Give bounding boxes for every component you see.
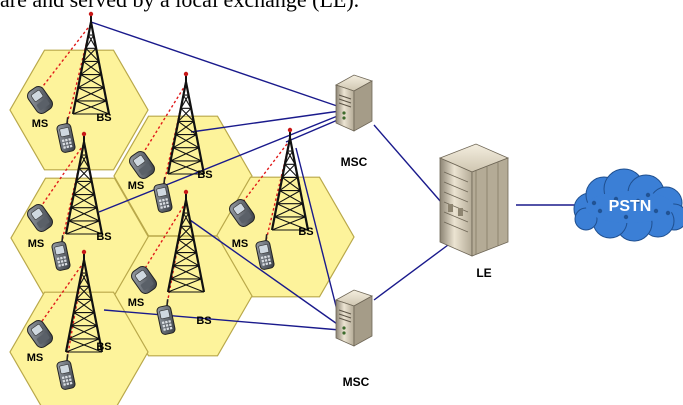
pstn-label: PSTN xyxy=(609,198,652,215)
bs-label: BS xyxy=(298,226,313,238)
ms-phone-icon xyxy=(131,266,157,294)
bs-tower-icon xyxy=(71,11,111,115)
bs-tower-icon xyxy=(270,127,310,231)
bs-label: BS xyxy=(196,315,211,327)
ms-phone-icon xyxy=(56,117,76,153)
cell-hexagon xyxy=(9,49,149,171)
bs-tower-icon xyxy=(166,71,206,175)
labels-layer: MS BS MS BS MS BS MS BS MS BS MS BS PSTN MSC MSC LE xyxy=(27,112,652,389)
le-label: LE xyxy=(476,266,491,280)
ms-phone-icon xyxy=(56,354,76,390)
msc-server-icon xyxy=(335,289,373,347)
network-links-layer xyxy=(90,21,580,331)
radio-link xyxy=(141,83,187,156)
ms-phone-icon xyxy=(27,204,53,232)
ms-phone-icon xyxy=(153,177,173,213)
cells-layer xyxy=(9,49,355,405)
bs-label: BS xyxy=(96,112,111,124)
msc-label: MSC xyxy=(341,155,368,169)
ms-label: MS xyxy=(27,352,44,364)
ms-label: MS xyxy=(28,238,45,250)
msc-server-icon xyxy=(335,74,373,132)
network-link xyxy=(103,309,341,331)
ms-phone-icon xyxy=(27,86,53,114)
network-link xyxy=(373,244,449,301)
phones-layer xyxy=(27,86,275,390)
network-link xyxy=(190,110,341,133)
bs-tower-icon xyxy=(166,189,206,293)
core-nodes-layer xyxy=(335,74,683,347)
ms-phone-icon xyxy=(255,234,275,270)
ms-phone-icon xyxy=(27,320,53,348)
ms-phone-icon xyxy=(129,151,155,179)
radio-link xyxy=(241,139,291,204)
ms-label: MS xyxy=(32,118,49,130)
ms-label: MS xyxy=(232,238,249,250)
bs-label: BS xyxy=(96,231,111,243)
le-exchange-icon xyxy=(438,143,510,257)
network-link xyxy=(285,118,341,143)
ms-phone-icon xyxy=(51,235,71,271)
towers-layer xyxy=(64,11,310,353)
ms-phone-icon xyxy=(156,299,176,335)
bs-label: BS xyxy=(197,169,212,181)
network-link xyxy=(98,114,341,213)
bs-label: BS xyxy=(96,341,111,353)
radio-link xyxy=(143,201,187,271)
pstn-cloud-icon xyxy=(573,168,683,242)
bs-tower-icon xyxy=(64,131,104,235)
ms-label: MS xyxy=(128,180,145,192)
network-link xyxy=(90,21,341,108)
msc-label: MSC xyxy=(343,375,370,389)
cell-hexagon xyxy=(9,291,149,405)
radio-link xyxy=(39,23,92,91)
ms-label: MS xyxy=(128,297,145,309)
caption-text: are and served by a local exchange (LE). xyxy=(0,0,683,17)
network-link xyxy=(189,219,341,327)
network-link xyxy=(295,147,341,323)
ms-phone-icon xyxy=(229,199,255,227)
bs-tower-icon xyxy=(64,249,104,353)
network-link xyxy=(373,124,449,211)
